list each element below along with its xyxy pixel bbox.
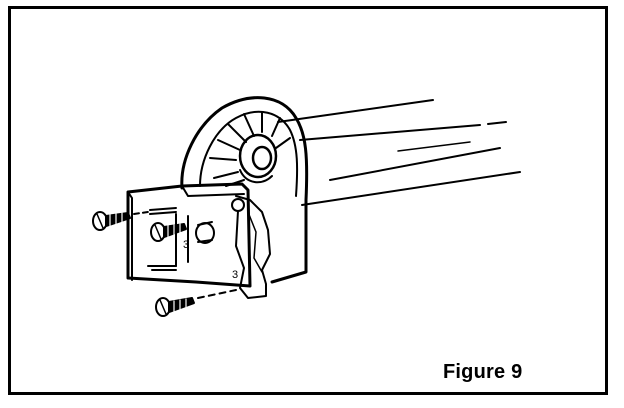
end-cap-bracket [126, 96, 309, 288]
part-label-top: 3 [183, 239, 189, 251]
spring-clip [231, 195, 271, 299]
figure-caption: Figure 9 [443, 361, 523, 383]
screw-icon [150, 222, 187, 242]
figure-frame [8, 6, 608, 395]
screw-icon [92, 211, 149, 231]
screw-icon [155, 289, 237, 317]
shaft-tube [277, 99, 521, 206]
part-label-bottom: 3 [232, 269, 238, 281]
